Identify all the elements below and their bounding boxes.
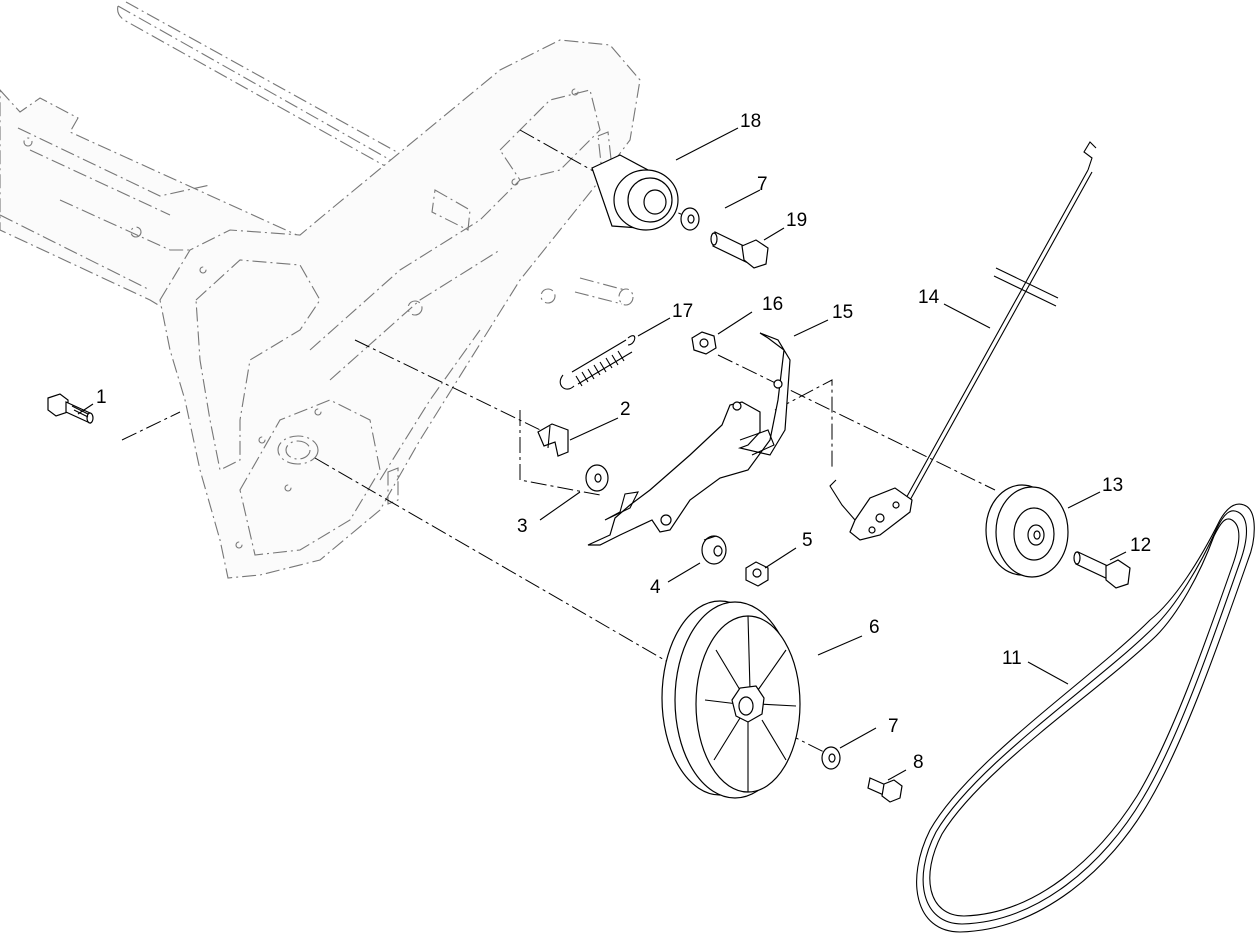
callout-11: 11: [1002, 648, 1022, 669]
callout-19: 19: [786, 210, 807, 231]
housing-ghost: [0, 1, 641, 579]
callout-16: 16: [762, 294, 783, 315]
bushing-part-18: [591, 154, 679, 231]
nut-part-16: [691, 331, 717, 355]
clip-part-2: [537, 423, 569, 457]
callout-7-bottom: 7: [888, 716, 899, 737]
callout-6: 6: [869, 617, 880, 638]
callout-4: 4: [650, 577, 661, 598]
callout-1: 1: [96, 387, 107, 408]
callout-labels: 1 2 3 4 5 6 7 7 8 11 12 13 14 15 16 17 1…: [96, 111, 1151, 773]
washer-part-3: [585, 464, 609, 492]
callout-18: 18: [740, 111, 761, 132]
assembly-lines: [121, 129, 996, 756]
callout-13: 13: [1102, 475, 1123, 496]
callout-17: 17: [672, 301, 693, 322]
callout-15: 15: [832, 302, 853, 323]
washer-part-7-bottom: [821, 746, 841, 770]
bolt-part-8: [867, 777, 903, 803]
spring-part-17: [559, 335, 636, 390]
belt-part-11: [916, 503, 1255, 933]
locknut-part-5: [745, 561, 769, 587]
callout-8: 8: [913, 752, 924, 773]
cable-part-14: [829, 141, 1097, 541]
bolt-part-1: [47, 393, 94, 424]
callout-12: 12: [1130, 535, 1151, 556]
idler-pulley-part-13: [985, 484, 1069, 578]
callout-14: 14: [918, 287, 940, 308]
idler-bracket-part-15: [587, 332, 791, 546]
callout-5: 5: [802, 530, 813, 551]
washer-part-7-top: [680, 207, 700, 231]
callout-2: 2: [620, 399, 631, 420]
drive-pulley-part-6: [661, 600, 801, 799]
bolt-part-12: [1073, 551, 1131, 589]
leader-lines: [77, 127, 1127, 781]
callout-7-top: 7: [757, 174, 768, 195]
bolt-part-19: [710, 231, 769, 269]
spacer-part-4: [701, 535, 727, 565]
callout-3: 3: [517, 516, 528, 537]
